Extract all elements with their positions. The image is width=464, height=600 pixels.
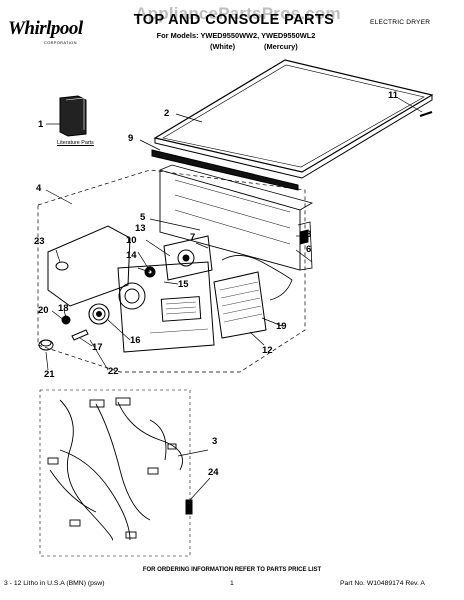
- console-panel: [117, 261, 215, 353]
- callout-8: 8: [306, 229, 312, 240]
- callout-21: 21: [44, 369, 55, 380]
- callout-7: 7: [190, 232, 196, 243]
- callout-11: 11: [388, 90, 399, 101]
- callout-10: 10: [126, 235, 137, 246]
- small-knob: [61, 315, 71, 325]
- models-line: For Models: YWED9550WW2, YWED9550WL2: [156, 31, 316, 40]
- literature-parts-label: Literature Parts: [57, 140, 94, 146]
- harness-screw: [185, 499, 193, 515]
- literature-booklet: [59, 95, 87, 137]
- callout-12: 12: [262, 345, 273, 356]
- callout-3: 3: [212, 436, 218, 447]
- hinge-screw: [419, 111, 433, 117]
- main-wire-harness: [47, 397, 183, 541]
- variant-white: (White): [210, 42, 236, 51]
- ordering-note: FOR ORDERING INFORMATION REFER TO PARTS …: [142, 567, 322, 573]
- harness-group-outline: [39, 389, 191, 557]
- callout-24: 24: [208, 467, 219, 478]
- leader-lines: [45, 97, 423, 501]
- page-title: TOP AND CONSOLE PARTS: [133, 12, 335, 28]
- variant-mercury: (Mercury): [264, 42, 298, 51]
- callout-16: 16: [130, 335, 141, 346]
- control-knob: [88, 303, 110, 325]
- callout-23: 23: [34, 236, 45, 247]
- callout-18: 18: [58, 303, 69, 314]
- callout-15: 15: [178, 279, 189, 290]
- callout-14: 14: [126, 250, 137, 261]
- callout-22: 22: [108, 366, 119, 377]
- callout-13: 13: [135, 223, 146, 234]
- mounting-screw: [299, 229, 309, 245]
- callout-5: 5: [140, 212, 146, 223]
- litho-info: 3 - 12 Litho in U.S.A (BMN) (psw): [4, 580, 105, 587]
- callout-19: 19: [276, 321, 287, 332]
- callout-4: 4: [36, 183, 42, 194]
- top-panel: [153, 59, 434, 179]
- console-end-cap: [47, 225, 131, 307]
- page-number: 1: [230, 580, 234, 587]
- rotary-switch: [163, 235, 213, 281]
- console-frame: [159, 164, 314, 271]
- brand-logo: Whirlpool: [8, 18, 83, 39]
- push-button-knob: [38, 339, 54, 351]
- callout-17: 17: [92, 342, 103, 353]
- callout-2: 2: [164, 108, 170, 119]
- part-number: Part No. W10489174 Rev. A: [340, 580, 425, 587]
- document-type: ELECTRIC DRYER: [370, 19, 431, 26]
- control-board: [213, 271, 267, 339]
- callout-1: 1: [38, 119, 44, 130]
- callout-20: 20: [38, 305, 49, 316]
- console-group-outline: [37, 169, 306, 373]
- callout-6: 6: [306, 244, 312, 255]
- console-wire-harness: [221, 255, 293, 301]
- gasket-strip: [151, 149, 299, 191]
- watermark: AppliancePartsPros.com: [135, 4, 341, 23]
- callout-9: 9: [128, 133, 134, 144]
- brand-logo-sub: CORPORATION: [44, 40, 77, 45]
- button-bracket: [71, 329, 89, 341]
